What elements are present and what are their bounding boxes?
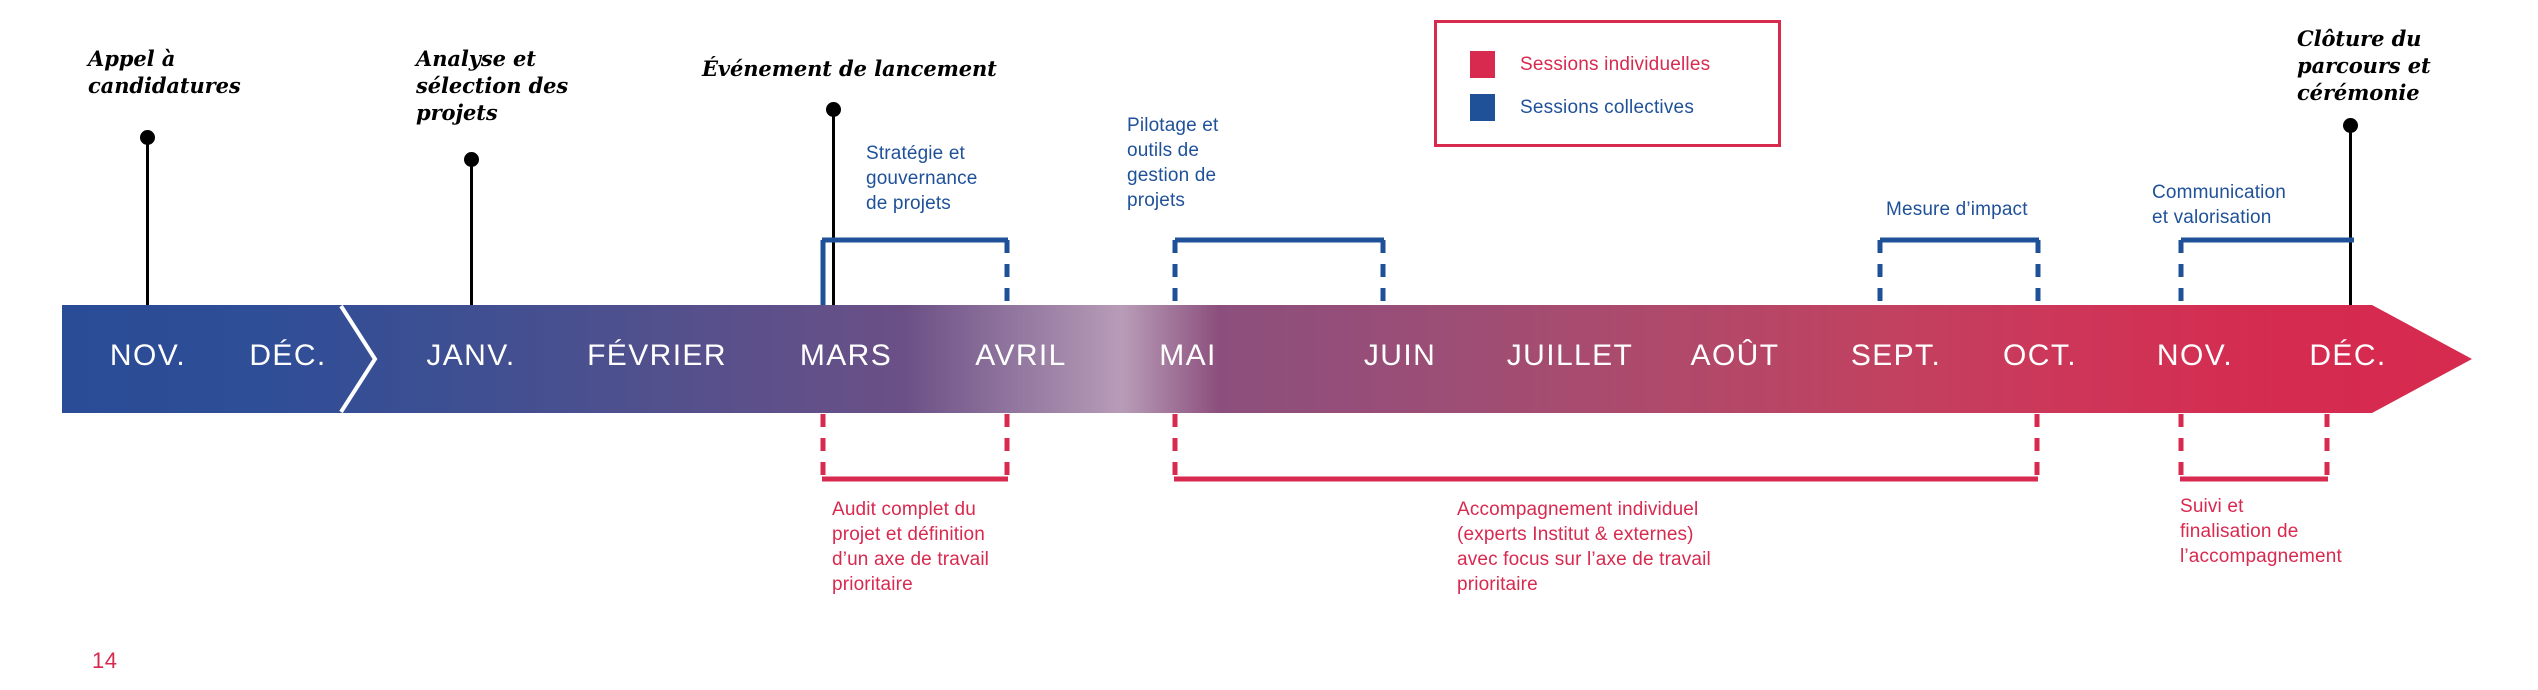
month-label-mars: MARS bbox=[799, 339, 893, 372]
milestone-label-lancement: Événement de lancement bbox=[702, 56, 997, 81]
milestone-label-cloture: Clôture du parcours et cérémonie bbox=[2297, 26, 2431, 105]
milestone-stem-lancement bbox=[832, 112, 835, 308]
milestone-dot-cloture bbox=[2343, 118, 2358, 133]
individual-label-audit: Audit complet du projet et définition d’… bbox=[832, 499, 990, 596]
timeline-bar-gradient bbox=[62, 305, 2472, 413]
bracket-communication-valorisation bbox=[2178, 237, 2354, 308]
milestone-stem-analyse bbox=[470, 162, 473, 308]
month-label-dec-1: DÉC. bbox=[249, 339, 327, 372]
milestone-label-appel: Appel à candidatures bbox=[88, 46, 241, 98]
page-number: 14 bbox=[92, 648, 118, 673]
legend-swatch-pink bbox=[1470, 51, 1495, 78]
collective-label-pilotage: Pilotage et outils de gestion de projets bbox=[1127, 115, 1219, 212]
collective-label-mesure: Mesure d’impact bbox=[1886, 199, 2028, 220]
month-label-sept: SEPT. bbox=[1850, 339, 1942, 372]
milestone-dot-analyse bbox=[464, 152, 479, 167]
month-label-juin: JUIN bbox=[1363, 339, 1437, 372]
collective-label-communication: Communication et valorisation bbox=[2152, 182, 2286, 229]
bracket-mesure-impact bbox=[1877, 237, 2041, 308]
bracket-suivi-finalisation bbox=[2178, 414, 2330, 482]
month-label-mai: MAI bbox=[1159, 339, 1217, 372]
bracket-pilotage-outils bbox=[1172, 237, 1386, 308]
legend-label-collectives: Sessions collectives bbox=[1520, 96, 1695, 118]
legend-swatch-blue bbox=[1470, 94, 1495, 121]
bracket-accompagnement-individuel bbox=[1172, 414, 2040, 482]
month-label-aout: AOÛT bbox=[1690, 339, 1780, 372]
milestone-dot-lancement bbox=[826, 102, 841, 117]
legend-box: Sessions individuelles Sessions collecti… bbox=[1434, 20, 1781, 147]
legend-item-individuelles: Sessions individuelles bbox=[1470, 51, 1710, 78]
month-label-nov-2: NOV. bbox=[2156, 339, 2234, 372]
individual-label-accompagnement: Accompagnement individuel (experts Insti… bbox=[1457, 499, 1711, 596]
timeline-bar bbox=[62, 305, 2472, 413]
month-label-oct: OCT. bbox=[2003, 339, 2077, 372]
milestone-stem-cloture bbox=[2349, 128, 2352, 308]
milestone-stem-appel bbox=[146, 140, 149, 308]
month-label-juillet: JUILLET bbox=[1506, 339, 1634, 372]
month-label-janv: JANV. bbox=[426, 339, 516, 372]
milestone-label-analyse: Analyse et sélection des projets bbox=[416, 46, 569, 125]
month-label-dec-2: DÉC. bbox=[2309, 339, 2387, 372]
individual-label-suivi: Suivi et finalisation de l’accompagnemen… bbox=[2180, 496, 2342, 568]
legend-item-collectives: Sessions collectives bbox=[1470, 94, 1694, 121]
bracket-audit-complet bbox=[820, 414, 1010, 482]
milestone-dot-appel bbox=[140, 130, 155, 145]
bracket-strategie-gouvernance bbox=[820, 237, 1010, 308]
legend-label-individuelles: Sessions individuelles bbox=[1520, 53, 1711, 75]
month-label-fevrier: FÉVRIER bbox=[587, 339, 727, 372]
collective-label-strategie: Stratégie et gouvernance de projets bbox=[866, 143, 978, 215]
month-label-nov-1: NOV. bbox=[109, 339, 187, 372]
month-label-avril: AVRIL bbox=[975, 339, 1067, 372]
